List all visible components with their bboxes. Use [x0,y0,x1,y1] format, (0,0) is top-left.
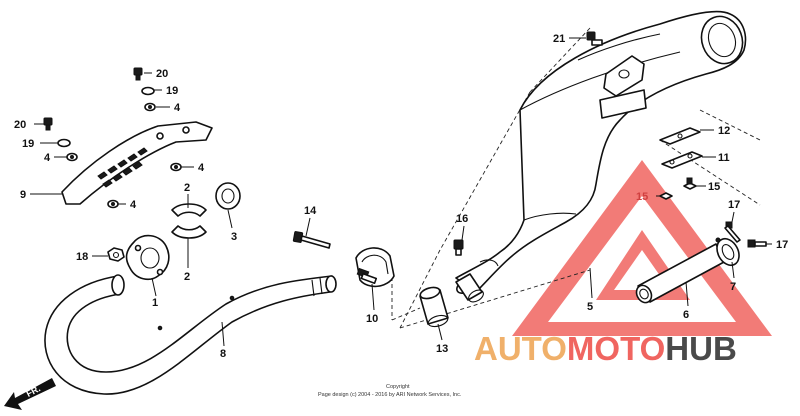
heat-shield-louvers [97,147,148,188]
callout-16: 16 [456,213,468,225]
copyright-line-2: Page design (c) 2004 - 2016 by ARI Netwo… [318,392,462,398]
collar-4-mid [170,162,182,172]
bolt-20-top [133,67,143,81]
heat-shield-part-9 [61,121,213,205]
bolt-part-14 [292,231,331,249]
callout-9: 9 [20,189,26,201]
callout-2-upper: 2 [184,182,190,194]
tail-cap-part-7 [715,237,740,267]
exhaust-cotter-part-2-upper [171,203,207,217]
muffler-part-5 [455,10,747,303]
callout-13: 13 [436,343,448,355]
nut-part-18 [107,247,125,262]
callout-20-left: 20 [14,119,26,131]
callout-1: 1 [152,297,158,309]
muffler-inlet [455,259,499,303]
callout-18: 18 [76,251,88,263]
washer-19-top [141,86,155,96]
bolt-part-17-top [724,221,741,243]
brand-auto: AUTO [474,330,567,367]
bolt-part-17-right [747,239,767,248]
callout-19-left: 19 [22,138,34,150]
callout-11: 11 [718,152,730,164]
pad-part-12 [659,127,701,145]
callout-15: 15 [708,181,720,193]
guide-lines [391,27,761,329]
exhaust-pipe-part-8 [44,274,337,395]
collar-4-lower [107,199,119,209]
bolt-part-15-watermarked [659,192,673,200]
callout-7: 7 [730,281,736,293]
collar-4-top [144,102,156,112]
callout-19-top: 19 [166,85,178,97]
copyright-footer: Copyright Page design (c) 2004 - 2016 by… [318,384,462,398]
callout-10: 10 [366,313,378,325]
front-direction-arrow: FR. [4,378,56,410]
callout-17-top: 17 [728,199,740,211]
exhaust-gasket-part-3 [215,182,241,210]
muffler-mount-bracket [603,55,645,97]
copyright-line-1: Copyright [386,384,410,390]
brand-hub: HUB [665,330,737,367]
callout-20-top: 20 [156,68,168,80]
bolt-20-left [43,117,53,131]
callout-17-right: 17 [776,239,788,251]
joint-flange-part-1 [125,234,170,281]
callout-21: 21 [553,33,565,45]
callout-4-mid: 4 [198,162,205,174]
bolt-part-21 [586,31,603,46]
brand-moto: MOTO [566,330,666,367]
callout-12: 12 [718,125,730,137]
collar-4-left [66,152,78,162]
callout-5: 5 [587,301,593,313]
callout-labels: 21 20 19 4 20 19 4 4 4 9 2 2 3 14 18 1 8… [14,33,788,360]
callout-14: 14 [304,205,317,217]
callout-4-left: 4 [44,152,51,164]
watermark-brand-text: AUTOMOTOHUB [474,330,794,370]
callout-6: 6 [683,309,689,321]
clamp-band-part-10 [355,247,395,288]
washer-19-left [57,138,71,148]
plate-part-11 [661,151,703,169]
joint-collar-part-13 [419,286,449,328]
exhaust-cotter-part-2-lower [171,225,207,239]
callout-2-lower: 2 [184,271,190,283]
callout-8: 8 [220,348,226,360]
callout-4-lower: 4 [130,199,137,211]
bolt-part-16 [453,239,464,256]
callout-4-top: 4 [174,102,181,114]
bolt-part-15 [683,177,697,190]
callout-15-watermarked: 15 [636,191,648,203]
callout-3: 3 [231,231,237,243]
leader-lines [30,37,772,347]
